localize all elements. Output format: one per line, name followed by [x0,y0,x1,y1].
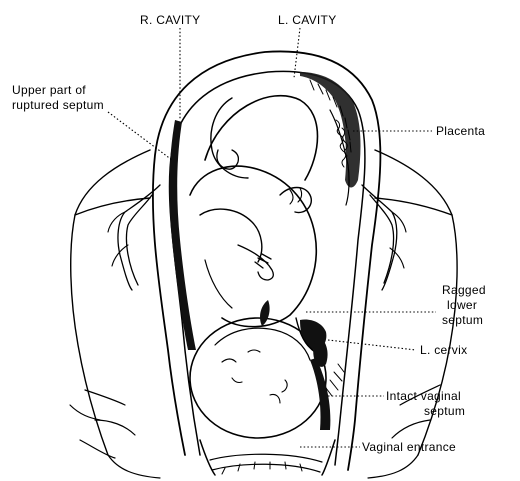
uterus-wall [153,51,381,470]
upper-septum-label-line1: Upper part of [12,83,86,97]
l-cervix-leader [328,340,416,350]
placenta-label: Placenta [436,124,485,138]
vaginal-entrance-label: Vaginal entrance [362,440,456,454]
ragged-septum-label-line3: septum [442,313,483,327]
cervix-and-vagina [200,318,335,475]
ragged-septum-label-line2: lower [447,298,477,312]
r-cavity-label: R. CAVITY [140,13,201,27]
intact-septum-label-line1: Intact vaginal [386,389,461,403]
labels: R. CAVITY L. CAVITY Upper part of ruptur… [12,13,486,454]
ruptured-septum [169,120,196,350]
artist-signature [326,364,344,396]
upper-septum-label-line2: ruptured septum [12,98,104,112]
l-cervix-label: L. cervix [420,343,467,357]
leader-lines [108,28,436,447]
l-cavity-label: L. CAVITY [278,13,337,27]
fetus [190,96,326,438]
ragged-septum-label-line1: Ragged [442,283,486,297]
intact-septum-label-line2: septum [424,404,465,418]
upper-septum-leader [108,112,172,160]
